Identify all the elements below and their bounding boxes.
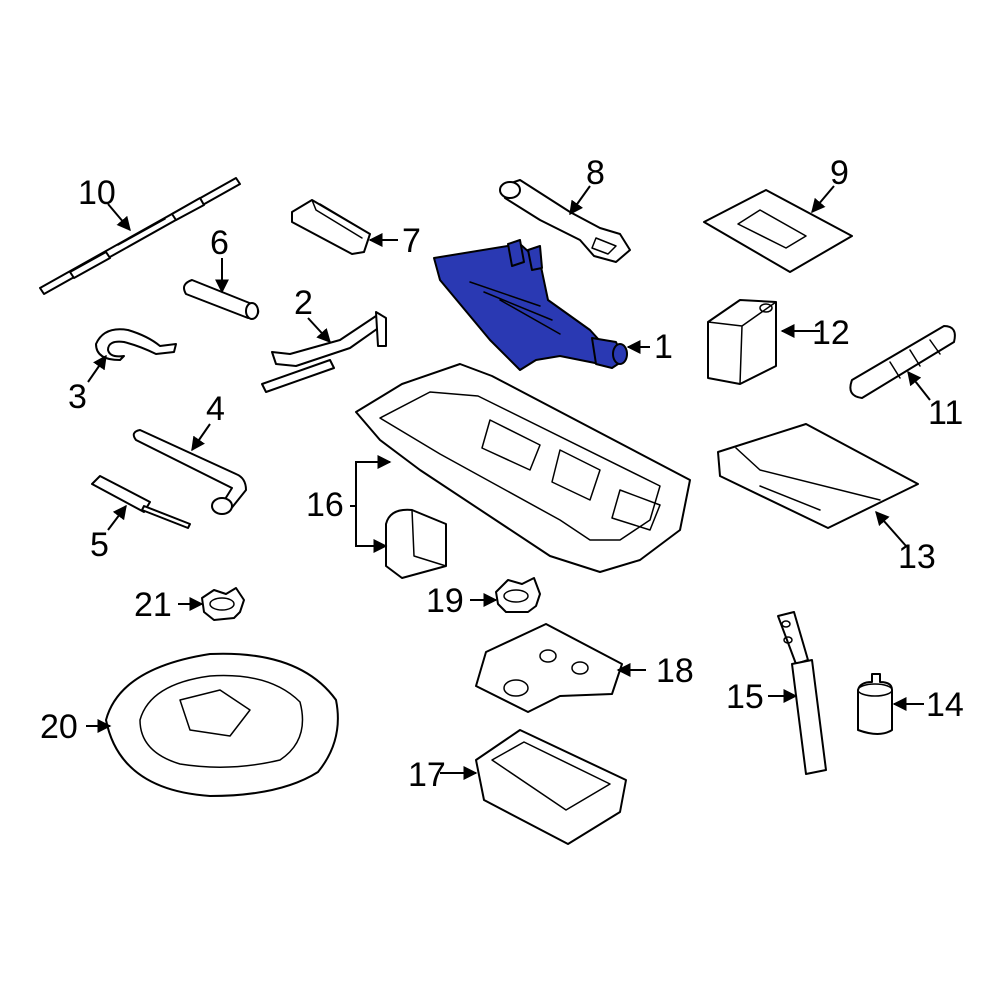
handle-sleeve-part (183, 279, 260, 320)
wing-nut-19-part (495, 577, 541, 613)
callout-11: 11 (928, 394, 963, 432)
callout-13: 13 (898, 538, 936, 576)
callout-19: 19 (426, 582, 464, 620)
callout-15: 15 (726, 678, 764, 716)
tray-insert-part (385, 508, 447, 579)
gas-strut-part (777, 611, 827, 775)
wheel-foam-tray-part (105, 652, 339, 797)
bracket-plate-part (475, 623, 623, 713)
callout-2: 2 (294, 284, 313, 322)
callout-labels: 1 2 3 4 5 6 7 8 9 10 11 12 13 14 15 16 1… (40, 154, 964, 794)
scissor-jack-part (433, 239, 628, 371)
inflator-box-part (707, 299, 777, 385)
callout-12: 12 (812, 314, 850, 352)
callout-21: 21 (134, 586, 172, 624)
callout-20: 20 (40, 708, 78, 746)
wing-nut-21-part (201, 587, 245, 621)
callout-17: 17 (408, 756, 446, 794)
callout-5: 5 (90, 526, 109, 564)
callout-16: 16 (306, 486, 344, 524)
callout-4: 4 (206, 390, 225, 428)
callout-14: 14 (926, 686, 964, 724)
socket-wrench-part (499, 179, 631, 263)
wheel-wrench-part (132, 429, 247, 515)
callout-9: 9 (830, 154, 849, 192)
callout-8: 8 (586, 154, 605, 192)
callout-6: 6 (210, 224, 229, 262)
storage-tray-part (355, 363, 691, 573)
lower-tray-part (475, 729, 627, 845)
screwdriver-part (91, 475, 191, 529)
foam-block-part (291, 199, 371, 255)
callout-18: 18 (656, 652, 694, 690)
sealant-canister-part (849, 325, 956, 399)
spring-clip-part (95, 328, 177, 361)
callout-7: 7 (402, 222, 421, 260)
callout-1: 1 (654, 328, 673, 366)
flat-mat-part (703, 189, 853, 273)
leader-lines (86, 185, 931, 780)
callout-10: 10 (78, 174, 116, 212)
extension-rod-part (39, 177, 241, 295)
jack-handle-part (261, 311, 387, 393)
valve-bottle-part (857, 673, 893, 735)
callout-3: 3 (68, 378, 87, 416)
cover-panel-part (717, 423, 919, 529)
